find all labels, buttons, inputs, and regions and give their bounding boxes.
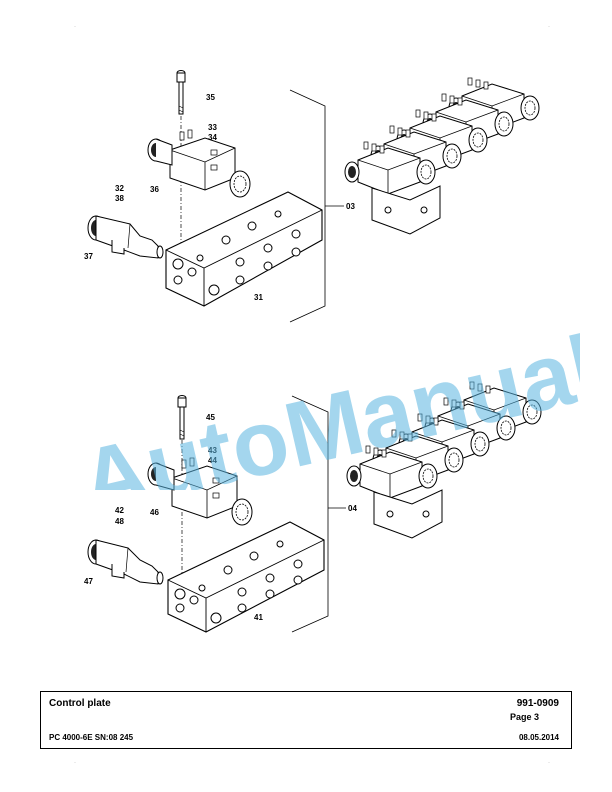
callout-coil: 36 [150, 185, 159, 194]
corner-mark: · [548, 24, 550, 30]
page-number: Page 3 [510, 712, 540, 722]
callout-valve-b: 44 [208, 456, 217, 465]
diagram-top: 35 33 34 36 32 38 37 31 03 [84, 70, 540, 323]
callout-assembly: 04 [348, 504, 357, 513]
callout-screw: 45 [206, 413, 215, 422]
sensor-part [87, 215, 164, 259]
group-bracket [291, 395, 329, 633]
document-date: 08.05.2014 [518, 733, 559, 742]
corner-mark: · [74, 24, 76, 30]
control-plate-part [165, 191, 323, 307]
solenoid-valve-part [169, 129, 251, 198]
callout-coil: 46 [150, 508, 159, 517]
assembly-view [346, 381, 542, 539]
sensor-part [87, 539, 164, 585]
machine-model: PC 4000-6E SN:08 245 [49, 733, 134, 742]
callout-valve-b: 34 [208, 133, 217, 142]
callout-sensor: 47 [84, 577, 93, 586]
callout-plate: 31 [254, 293, 263, 302]
document-title: Control plate [49, 698, 111, 709]
assembly-view [344, 77, 540, 235]
callout-sensor: 37 [84, 252, 93, 261]
corner-mark: · [548, 760, 550, 766]
coil-part [147, 462, 175, 491]
callout-fitting-b: 48 [115, 517, 124, 526]
screw-part [177, 395, 187, 440]
callout-valve-a: 43 [208, 446, 217, 455]
corner-mark: · [74, 760, 76, 766]
callout-plate: 41 [254, 613, 263, 622]
callout-fitting-a: 42 [115, 506, 124, 515]
callout-fitting-a: 32 [115, 184, 124, 193]
callout-assembly: 03 [346, 202, 355, 211]
control-plate-part [167, 521, 325, 633]
document-number: 991-0909 [516, 698, 559, 709]
coil-part [147, 138, 173, 166]
title-block: Control plate 991-0909 Page 3 PC 4000-6E… [40, 691, 572, 749]
diagram-bottom: 45 43 44 46 42 48 47 41 04 [84, 381, 542, 633]
callout-screw: 35 [206, 93, 215, 102]
solenoid-valve-part [171, 457, 253, 526]
callout-fitting-b: 38 [115, 194, 124, 203]
screw-part [176, 70, 186, 115]
exploded-parts-diagram: 35 33 34 36 32 38 37 31 03 [84, 70, 542, 633]
callout-valve-a: 33 [208, 123, 217, 132]
